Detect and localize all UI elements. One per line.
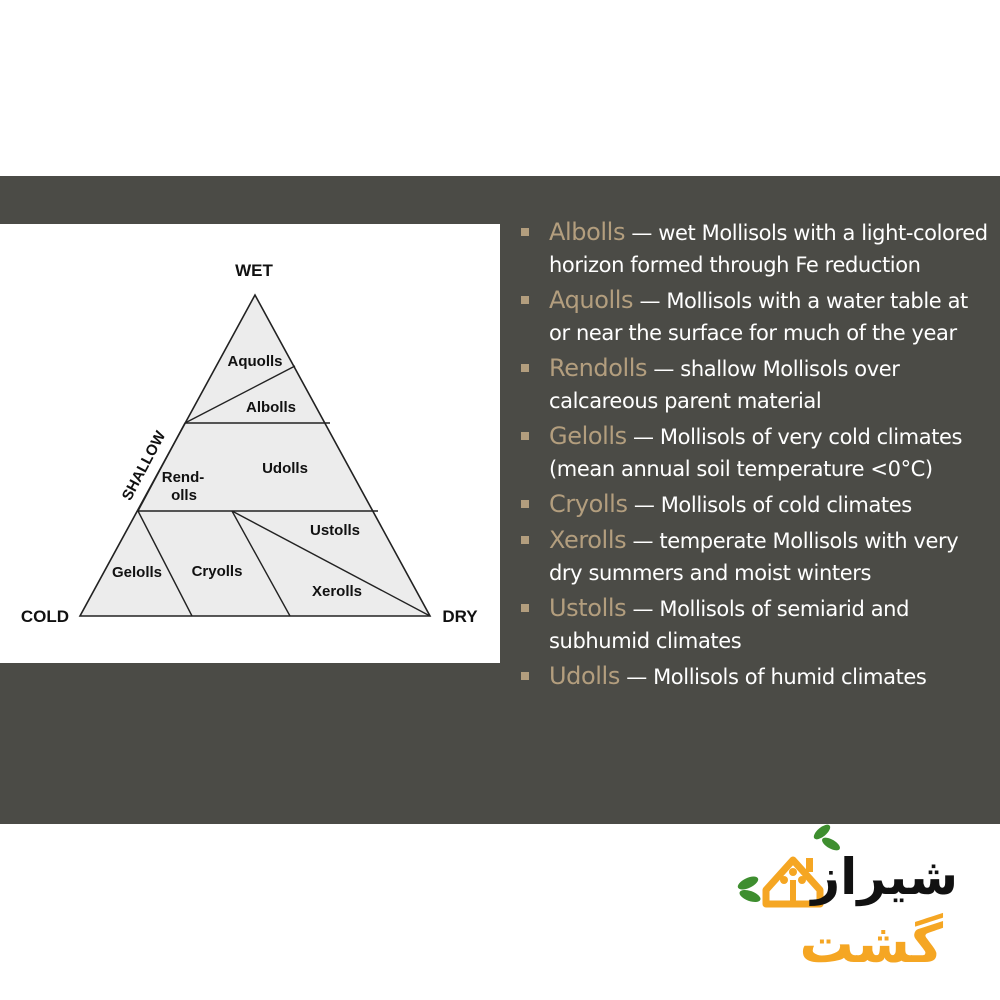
line-cryolls-xerolls [231, 510, 291, 617]
leaf-icon [822, 837, 840, 851]
bullet-square-icon [521, 536, 529, 544]
line-aquolls-albolls [184, 365, 296, 424]
suborder-term: Udolls [549, 662, 620, 690]
logo-wordmark-line1: شیراز [808, 848, 958, 907]
suborder-term: Ustolls [549, 594, 627, 622]
leaf-icon [737, 876, 759, 890]
corner-label-right: DRY [442, 607, 478, 626]
suborder-description: — Mollisols of semiarid and subhumid cli… [549, 597, 909, 653]
bullet-square-icon [521, 364, 529, 372]
tree-leaf-icon [798, 876, 806, 884]
region-label-gelolls: Gelolls [112, 564, 162, 581]
suborder-description: — Mollisols of humid climates [619, 665, 927, 689]
list-item: Albolls — wet Mollisols with a light-col… [518, 216, 988, 281]
house-icon [762, 856, 824, 908]
line-gelolls-cryolls [137, 510, 193, 617]
region-label-rendolls-line2: olls [171, 487, 197, 504]
list-item: Aquolls — Mollisols with a water table a… [518, 284, 988, 349]
suborder-term: Gelolls [549, 422, 627, 450]
bullet-square-icon [521, 604, 529, 612]
list-item: Xerolls — temperate Mollisols with very … [518, 524, 988, 589]
suborder-term: Xerolls [549, 526, 627, 554]
suborder-term: Rendolls [549, 354, 648, 382]
corner-label-top: WET [235, 261, 273, 280]
bullet-square-icon [521, 296, 529, 304]
logo-artwork: شیراز گشت [737, 824, 958, 975]
region-label-rendolls-line1: Rend- [162, 469, 205, 486]
region-label-aquolls: Aquolls [228, 353, 283, 370]
tree-leaf-icon [780, 876, 788, 884]
tree-trunk-icon [790, 880, 796, 902]
bullet-square-icon [521, 672, 529, 680]
suborder-term: Aquolls [549, 286, 634, 314]
suborder-description: — Mollisols of very cold climates (mean … [549, 425, 963, 481]
tree-leaf-icon [789, 868, 797, 876]
bullet-square-icon [521, 432, 529, 440]
region-label-albolls: Albolls [246, 399, 296, 416]
suborder-description: — wet Mollisols with a light-colored hor… [549, 221, 988, 277]
suborder-description: — shallow Mollisols over calcareous pare… [549, 357, 900, 413]
shiraz-gasht-logo: شیراز گشت [728, 822, 968, 982]
suborder-description: — Mollisols of cold climates [627, 493, 912, 517]
suborder-definition-list: Albolls — wet Mollisols with a light-col… [518, 216, 988, 696]
suborder-description: — temperate Mollisols with very dry summ… [549, 529, 959, 585]
region-label-cryolls: Cryolls [192, 563, 243, 580]
line-shallow-edge [137, 422, 186, 512]
slide: WET COLD DRY SHALLOW Aquolls Albolls Udo… [0, 176, 1000, 824]
chimney-shape [806, 858, 813, 872]
region-label-ustolls: Ustolls [310, 522, 360, 539]
mollisol-diagram-panel: WET COLD DRY SHALLOW Aquolls Albolls Udo… [0, 224, 500, 663]
list-item: Gelolls — Mollisols of very cold climate… [518, 420, 988, 485]
corner-label-left: COLD [21, 607, 69, 626]
region-label-udolls: Udolls [262, 460, 308, 477]
bullet-square-icon [521, 500, 529, 508]
list-item: Ustolls — Mollisols of semiarid and subh… [518, 592, 988, 657]
suborder-description: — Mollisols with a water table at or nea… [549, 289, 968, 345]
bullet-square-icon [521, 228, 529, 236]
logo-wordmark-line2: گشت [799, 912, 943, 975]
list-item: Cryolls — Mollisols of cold climates [518, 488, 988, 521]
suborder-term: Cryolls [549, 490, 628, 518]
leaf-icon [739, 889, 761, 903]
region-label-xerolls: Xerolls [312, 583, 362, 600]
mollisol-triangle-diagram: WET COLD DRY SHALLOW Aquolls Albolls Udo… [21, 261, 478, 626]
leaf-icon [813, 824, 831, 840]
list-item: Udolls — Mollisols of humid climates [518, 660, 988, 693]
line-ustolls-xerolls [231, 510, 431, 617]
suborder-term: Albolls [549, 218, 626, 246]
list-item: Rendolls — shallow Mollisols over calcar… [518, 352, 988, 417]
